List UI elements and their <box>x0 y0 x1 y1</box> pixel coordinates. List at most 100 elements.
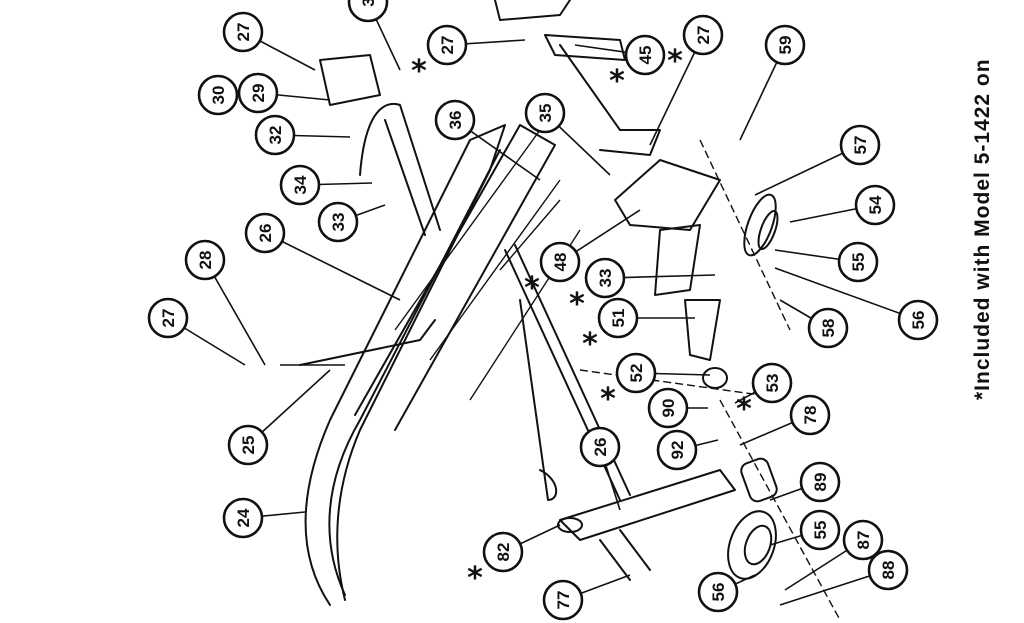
asterisk-mark: * <box>467 561 483 596</box>
callout-circle <box>842 519 884 561</box>
callout-circle <box>197 74 239 116</box>
callout-55: 55 <box>799 509 841 551</box>
callout-35: 35 <box>524 92 566 134</box>
callout-circle <box>624 34 666 76</box>
callout-number: 56 <box>909 311 928 330</box>
callout-27: 27 <box>682 14 724 56</box>
callout-number: 24 <box>234 508 253 527</box>
callout-82: 82 <box>482 531 524 573</box>
callout-32: 32 <box>254 114 296 156</box>
callout-number: 27 <box>159 309 178 328</box>
callout-circle <box>799 461 841 503</box>
callout-89: 89 <box>799 461 841 503</box>
callout-88: 88 <box>867 549 909 591</box>
callout-54: 54 <box>854 184 896 226</box>
leader-line <box>264 232 401 301</box>
callout-25: 25 <box>227 424 269 466</box>
callout-circle <box>317 201 359 243</box>
asterisk-mark: * <box>736 392 752 427</box>
callout-number: 26 <box>591 438 610 457</box>
callout-circle <box>789 394 831 436</box>
callout-circle <box>799 509 841 551</box>
leader-line <box>649 34 704 146</box>
callout-56: 56 <box>897 299 939 341</box>
frame <box>354 124 556 431</box>
callout-45: 45 <box>624 34 666 76</box>
callout-number: 3 <box>359 0 378 7</box>
asterisk-marks: ********* <box>411 44 752 596</box>
callout-circle <box>279 164 321 206</box>
callout-29: 29 <box>237 72 279 114</box>
callout-circle <box>237 72 279 114</box>
asterisk-mark: * <box>582 327 598 362</box>
callout-circle <box>434 99 476 141</box>
callout-circle <box>867 549 909 591</box>
callout-number: 92 <box>668 441 687 460</box>
callout-53: 53 <box>751 362 793 404</box>
callout-77: 77 <box>542 579 584 621</box>
callout-number: 90 <box>659 399 678 418</box>
callout-circle <box>254 114 296 156</box>
callout-circle <box>854 184 896 226</box>
callout-circle <box>347 0 389 23</box>
callout-circle <box>697 571 739 613</box>
callout-28: 28 <box>184 239 226 281</box>
callout-56: 56 <box>697 571 739 613</box>
callout-circle <box>682 14 724 56</box>
footnote: *Included with Model 5-1422 on <box>971 58 994 400</box>
callout-circle <box>897 299 939 341</box>
callout-circle <box>426 24 468 66</box>
callout-circle <box>222 497 264 539</box>
callout-number: 36 <box>446 111 465 130</box>
asterisk-mark: * <box>609 64 625 99</box>
callout-number: 52 <box>627 364 646 383</box>
callout-number: 56 <box>709 583 728 602</box>
callout-circle <box>184 239 226 281</box>
callout-circle <box>615 352 657 394</box>
callout-circle <box>597 297 639 339</box>
callout-52: 52 <box>615 352 657 394</box>
callout-circle <box>647 387 689 429</box>
callout-number: 29 <box>249 84 268 103</box>
callout-number: 35 <box>536 104 555 123</box>
callout-27: 27 <box>222 11 264 53</box>
callout-circle <box>482 531 524 573</box>
callout-circle <box>222 11 264 53</box>
callout-circle <box>764 24 806 66</box>
callout-90: 90 <box>647 387 689 429</box>
callout-33: 33 <box>584 257 626 299</box>
callout-number: 89 <box>811 473 830 492</box>
callout-number: 88 <box>879 561 898 580</box>
callout-number: 53 <box>763 374 782 393</box>
callout-number: 33 <box>596 269 615 288</box>
callout-78: 78 <box>789 394 831 436</box>
callout-number: 87 <box>854 531 873 550</box>
callout-circle <box>539 241 581 283</box>
callout-number: 32 <box>266 126 285 145</box>
callout-92: 92 <box>656 429 698 471</box>
callout-3: 3 <box>347 0 389 23</box>
callout-circle <box>584 257 626 299</box>
callout-circle <box>244 212 286 254</box>
callout-87: 87 <box>842 519 884 561</box>
blade <box>304 124 506 606</box>
callout-circle <box>807 307 849 349</box>
callout-number: 82 <box>494 543 513 562</box>
callout-number: 51 <box>609 309 628 328</box>
asterisk-mark: * <box>667 44 683 79</box>
callout-number: 48 <box>551 253 570 272</box>
callout-circle <box>751 362 793 404</box>
callout-34: 34 <box>279 164 321 206</box>
callout-57: 57 <box>839 124 881 166</box>
callout-59: 59 <box>764 24 806 66</box>
callout-number: 26 <box>256 224 275 243</box>
callout-26: 26 <box>244 212 286 254</box>
callout-number: 34 <box>291 175 310 194</box>
callout-number: 25 <box>239 436 258 455</box>
callout-48: 48 <box>539 241 581 283</box>
callout-number: 27 <box>234 23 253 42</box>
callout-33: 33 <box>317 201 359 243</box>
